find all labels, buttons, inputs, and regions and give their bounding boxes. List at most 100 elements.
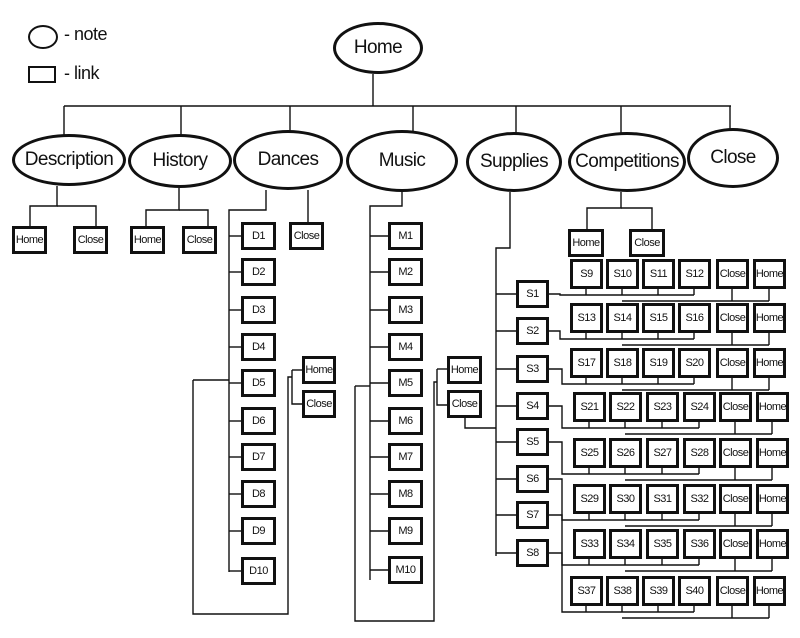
- link-comp-row3-s19[interactable]: S19: [642, 348, 675, 378]
- link-comp-row8-s37[interactable]: S37: [570, 576, 603, 606]
- note-close: Close: [687, 128, 779, 188]
- link-s5[interactable]: S5: [516, 428, 549, 456]
- link-comp-row2-s13[interactable]: S13: [570, 303, 603, 333]
- link-dances-home[interactable]: Home: [302, 356, 336, 384]
- link-comp-row4-s24[interactable]: S24: [683, 392, 716, 422]
- link-comp-row3-home[interactable]: Home: [753, 348, 786, 378]
- link-competitions-close[interactable]: Close: [629, 229, 665, 257]
- link-comp-row8-close[interactable]: Close: [716, 576, 749, 606]
- link-m4[interactable]: M4: [388, 333, 423, 361]
- link-dances-shared-close[interactable]: Close: [302, 390, 336, 418]
- link-d4[interactable]: D4: [241, 333, 276, 361]
- link-comp-row1-s11[interactable]: S11: [642, 259, 675, 289]
- link-comp-row1-s10[interactable]: S10: [606, 259, 639, 289]
- link-comp-row1-close[interactable]: Close: [716, 259, 749, 289]
- note-dances: Dances: [233, 130, 343, 190]
- legend-note-icon: [28, 25, 58, 49]
- link-d2[interactable]: D2: [241, 258, 276, 286]
- link-music-close[interactable]: Close: [447, 390, 482, 418]
- link-s1[interactable]: S1: [516, 280, 549, 308]
- note-music: Music: [346, 130, 458, 192]
- link-comp-row5-s26[interactable]: S26: [609, 438, 642, 468]
- link-comp-row7-s34[interactable]: S34: [609, 529, 642, 559]
- connector-line: [549, 330, 694, 340]
- link-history-home[interactable]: Home: [130, 226, 165, 254]
- link-comp-row3-s17[interactable]: S17: [570, 348, 603, 378]
- link-s2[interactable]: S2: [516, 317, 549, 345]
- link-comp-row6-s29[interactable]: S29: [573, 484, 606, 514]
- link-s4[interactable]: S4: [516, 392, 549, 420]
- link-m1[interactable]: M1: [388, 222, 423, 250]
- link-d5[interactable]: D5: [241, 369, 276, 397]
- connector-line: [57, 205, 97, 226]
- link-comp-row4-s21[interactable]: S21: [573, 392, 606, 422]
- link-comp-row8-s39[interactable]: S39: [642, 576, 675, 606]
- link-m2[interactable]: M2: [388, 258, 423, 286]
- link-d8[interactable]: D8: [241, 480, 276, 508]
- link-m5[interactable]: M5: [388, 369, 423, 397]
- link-m10[interactable]: M10: [388, 556, 423, 584]
- link-d1[interactable]: D1: [241, 222, 276, 250]
- link-m6[interactable]: M6: [388, 407, 423, 435]
- link-s8[interactable]: S8: [516, 539, 549, 567]
- link-comp-row7-close[interactable]: Close: [719, 529, 752, 559]
- link-comp-row4-s23[interactable]: S23: [646, 392, 679, 422]
- link-comp-row2-s15[interactable]: S15: [642, 303, 675, 333]
- connector-line: [549, 514, 699, 566]
- link-comp-row5-home[interactable]: Home: [756, 438, 789, 468]
- link-s6[interactable]: S6: [516, 465, 549, 493]
- link-comp-row5-s28[interactable]: S28: [683, 438, 716, 468]
- link-comp-row8-s38[interactable]: S38: [606, 576, 639, 606]
- link-comp-row4-s22[interactable]: S22: [609, 392, 642, 422]
- link-comp-row7-home[interactable]: Home: [756, 529, 789, 559]
- link-comp-row6-s31[interactable]: S31: [646, 484, 679, 514]
- link-comp-row6-s32[interactable]: S32: [683, 484, 716, 514]
- link-comp-row8-s40[interactable]: S40: [678, 576, 711, 606]
- link-comp-row7-s33[interactable]: S33: [573, 529, 606, 559]
- link-description-close[interactable]: Close: [73, 226, 108, 254]
- link-music-home[interactable]: Home: [447, 356, 482, 384]
- link-comp-row1-home[interactable]: Home: [753, 259, 786, 289]
- link-comp-row7-s35[interactable]: S35: [646, 529, 679, 559]
- link-m8[interactable]: M8: [388, 480, 423, 508]
- link-comp-row1-s12[interactable]: S12: [678, 259, 711, 289]
- link-comp-row2-close[interactable]: Close: [716, 303, 749, 333]
- link-m3[interactable]: M3: [388, 296, 423, 324]
- link-d7[interactable]: D7: [241, 443, 276, 471]
- link-dances-close[interactable]: Close: [289, 222, 324, 250]
- link-description-home[interactable]: Home: [12, 226, 47, 254]
- link-comp-row7-s36[interactable]: S36: [683, 529, 716, 559]
- connector-line: [549, 368, 694, 385]
- link-comp-row4-home[interactable]: Home: [756, 392, 789, 422]
- link-competitions-home[interactable]: Home: [568, 229, 604, 257]
- link-comp-row5-s27[interactable]: S27: [646, 438, 679, 468]
- link-history-close[interactable]: Close: [182, 226, 217, 254]
- link-s7[interactable]: S7: [516, 501, 549, 529]
- link-comp-row6-home[interactable]: Home: [756, 484, 789, 514]
- link-comp-row3-s20[interactable]: S20: [678, 348, 711, 378]
- note-home-root: Home: [333, 22, 423, 74]
- link-s3[interactable]: S3: [516, 355, 549, 383]
- link-comp-row2-s16[interactable]: S16: [678, 303, 711, 333]
- link-d6[interactable]: D6: [241, 407, 276, 435]
- link-d3[interactable]: D3: [241, 296, 276, 324]
- link-d9[interactable]: D9: [241, 517, 276, 545]
- legend-note-label: - note: [64, 24, 108, 44]
- link-comp-row2-home[interactable]: Home: [753, 303, 786, 333]
- link-comp-row5-close[interactable]: Close: [719, 438, 752, 468]
- link-m9[interactable]: M9: [388, 517, 423, 545]
- link-comp-row3-s18[interactable]: S18: [606, 348, 639, 378]
- link-comp-row3-close[interactable]: Close: [716, 348, 749, 378]
- connector-line: [29, 186, 58, 226]
- link-comp-row5-s25[interactable]: S25: [573, 438, 606, 468]
- link-m7[interactable]: M7: [388, 443, 423, 471]
- link-comp-row1-s9[interactable]: S9: [570, 259, 603, 289]
- link-d10[interactable]: D10: [241, 557, 276, 585]
- connector-line: [369, 192, 403, 580]
- link-comp-row2-s14[interactable]: S14: [606, 303, 639, 333]
- link-comp-row6-close[interactable]: Close: [719, 484, 752, 514]
- connector-line: [549, 478, 699, 521]
- link-comp-row8-home[interactable]: Home: [753, 576, 786, 606]
- link-comp-row4-close[interactable]: Close: [719, 392, 752, 422]
- link-comp-row6-s30[interactable]: S30: [609, 484, 642, 514]
